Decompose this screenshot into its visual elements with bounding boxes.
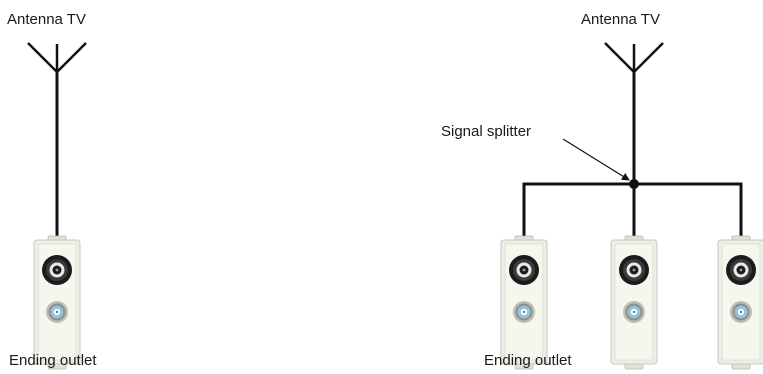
right-outlet-3 [717,235,763,370]
left-antenna-icon [27,42,87,73]
right-antenna-label: Antenna TV [581,11,660,28]
left-outlet [33,235,81,370]
splitter-label: Signal splitter [441,123,532,140]
splitter-pointer-arrow [562,138,630,181]
right-outlet-label: Ending outlet [484,352,572,369]
splitter-node [629,179,639,189]
right-antenna-icon [604,42,664,73]
right-outlet-2 [610,235,658,370]
left-antenna-label: Antenna TV [7,11,86,28]
left-outlet-label: Ending outlet [9,352,97,369]
right-outlet-1 [500,235,548,370]
